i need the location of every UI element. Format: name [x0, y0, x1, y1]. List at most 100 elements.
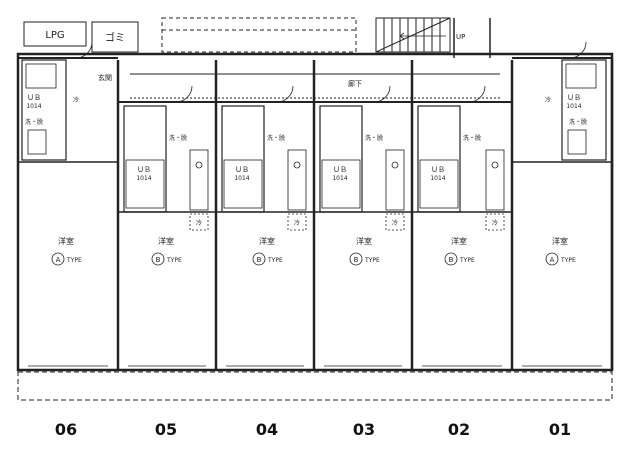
door-swing	[468, 85, 486, 103]
ub-label: ＵＢ	[27, 94, 41, 102]
type-circle-icon	[444, 252, 458, 266]
type-suffix: TYPE	[166, 257, 182, 264]
bath-area	[21, 59, 67, 161]
unit-05	[118, 60, 218, 370]
ub-label: ＵＢ	[137, 166, 151, 174]
type-suffix: TYPE	[267, 257, 283, 264]
type-circle-icon	[252, 252, 266, 266]
washbasin	[567, 129, 587, 155]
ub-size-label: 1014	[136, 175, 151, 182]
room-label: 洋室	[58, 236, 74, 246]
bathtub	[565, 63, 597, 89]
type-circle-icon	[349, 252, 363, 266]
room-label: 洋室	[552, 236, 568, 246]
fridge-label: 冷	[392, 219, 398, 227]
fridge-space	[385, 213, 405, 231]
type-letter: B	[257, 256, 262, 264]
lpg-label: LPG	[45, 30, 64, 41]
room-label: 洋室	[259, 236, 275, 246]
washroom-label: 洗・脱	[569, 118, 587, 126]
stove-icon	[391, 161, 399, 169]
fridge-label: 冷	[294, 219, 300, 227]
washbasin	[27, 129, 47, 155]
bathtub	[125, 159, 165, 209]
ub-label: ＵＢ	[431, 166, 445, 174]
fridge-label: 冷	[73, 96, 79, 104]
washroom-label: 洗・脱	[25, 118, 43, 126]
ub-size-label: 1014	[332, 175, 347, 182]
unit-number-04: 04	[255, 420, 279, 439]
ub-label: ＵＢ	[333, 166, 347, 174]
bathtub	[223, 159, 263, 209]
kitchen	[189, 149, 209, 211]
stair-up-label: UP	[456, 33, 465, 41]
entrance-label: 玄関	[98, 73, 112, 82]
fridge-label: 冷	[196, 219, 202, 227]
washroom-label: 洗・脱	[463, 134, 481, 142]
type-circle-icon	[151, 252, 165, 266]
unit-01	[512, 41, 614, 370]
stair	[375, 17, 451, 53]
door-swing	[175, 85, 193, 103]
washroom-label: 洗・脱	[169, 134, 187, 142]
door-swing	[75, 41, 93, 59]
unit-number-06: 06	[54, 420, 78, 439]
ub-label: ＵＢ	[567, 94, 581, 102]
type-letter: B	[156, 256, 161, 264]
ub-size-label: 1014	[26, 103, 41, 110]
top-dashed-area	[161, 17, 357, 53]
stove-icon	[293, 161, 301, 169]
unit-number-03: 03	[352, 420, 376, 439]
bath-area	[561, 59, 607, 161]
fridge-space	[485, 213, 505, 231]
kitchen	[287, 149, 307, 211]
type-letter: B	[354, 256, 359, 264]
type-letter: A	[550, 256, 555, 264]
type-suffix: TYPE	[459, 257, 475, 264]
type-letter: B	[449, 256, 454, 264]
type-suffix: TYPE	[560, 257, 576, 264]
ub-label: ＵＢ	[235, 166, 249, 174]
washroom-label: 洗・脱	[365, 134, 383, 142]
corridor-label: 廊下	[348, 79, 362, 88]
fridge-space	[287, 213, 307, 231]
washroom-label: 洗・脱	[267, 134, 285, 142]
kitchen	[485, 149, 505, 211]
door-swing	[373, 85, 391, 103]
type-circle-icon	[51, 252, 65, 266]
kitchen	[385, 149, 405, 211]
fridge-space	[189, 213, 209, 231]
bathtub	[321, 159, 361, 209]
balcony	[17, 371, 613, 401]
room-label: 洋室	[158, 236, 174, 246]
type-suffix: TYPE	[66, 257, 82, 264]
unit-number-02: 02	[447, 420, 471, 439]
unit-02	[412, 60, 514, 370]
type-circle-icon	[545, 252, 559, 266]
unit-number-05: 05	[154, 420, 178, 439]
garbage-label: ゴミ	[105, 31, 125, 44]
type-suffix: TYPE	[364, 257, 380, 264]
ub-size-label: 1014	[566, 103, 581, 110]
unit-04	[216, 60, 316, 370]
fridge-label: 冷	[492, 219, 498, 227]
ub-size-label: 1014	[430, 175, 445, 182]
unit-03	[314, 60, 414, 370]
bathtub	[25, 63, 57, 89]
ub-size-label: 1014	[234, 175, 249, 182]
stove-icon	[195, 161, 203, 169]
lpg-box	[23, 21, 87, 47]
room-label: 洋室	[451, 236, 467, 246]
unit-walls	[18, 41, 614, 370]
door-swing	[276, 85, 294, 103]
unit-number-01: 01	[548, 420, 572, 439]
door-swing	[569, 41, 587, 59]
stove-icon	[491, 161, 499, 169]
bathtub	[419, 159, 459, 209]
room-label: 洋室	[356, 236, 372, 246]
unit-06	[18, 41, 120, 370]
fridge-label: 冷	[545, 96, 551, 104]
